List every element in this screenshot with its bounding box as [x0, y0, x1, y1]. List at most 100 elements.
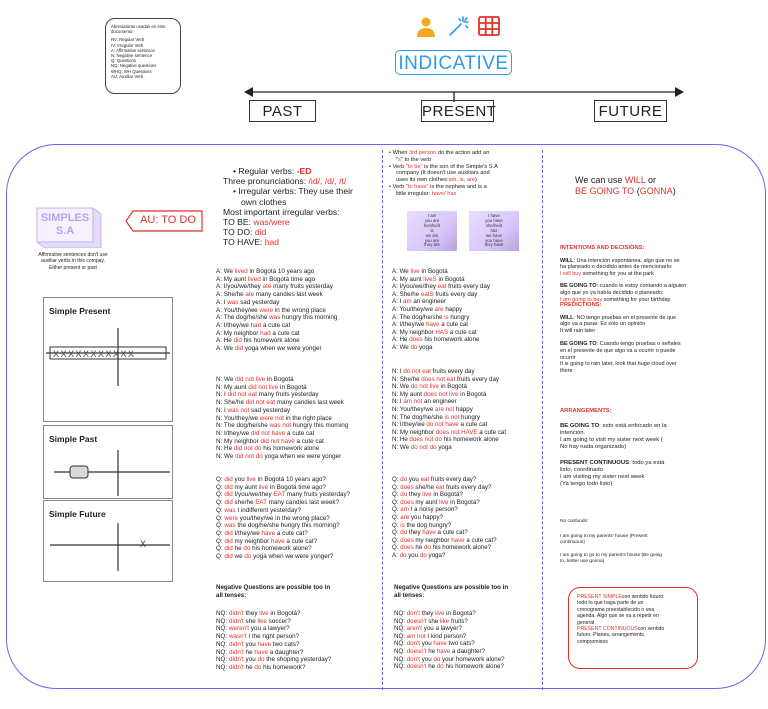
sentence-line: NQ: doesn't he do his homework alone?	[394, 663, 504, 671]
sentence-line: NQ: aren't you a lawyer?	[394, 625, 462, 633]
sticky-line: you are	[424, 237, 440, 243]
sentence-line: NQ: weren't you a lawyer?	[216, 625, 290, 633]
sentence-line: A: My neighbor HAS a cute cat	[392, 328, 477, 336]
sentence-line: NQ: didn't you do the shoping yesterday?	[216, 656, 332, 664]
future-confuse: No confundir: I am going to my parents' …	[560, 519, 662, 564]
present-rule-line: little irregular: have/ has	[396, 190, 457, 197]
sentence-line: A: do you do yoga?	[392, 551, 446, 559]
sentence-line: A: We did yoga when we were yonger	[216, 345, 322, 353]
sentence-line: N: She/he did not eat many candies last …	[216, 399, 344, 407]
sentence-line: NQ: don't they live in Bogotá?	[394, 610, 476, 617]
sentence-line: A: I/they/we have a cute cat	[392, 321, 469, 329]
tense-future: FUTURE	[594, 100, 667, 122]
sentence-line: NQ: didn't you have two cats?	[216, 640, 300, 648]
card-simple-future: Simple Future X	[43, 500, 173, 582]
abbreviation-item: IV: Irregular Verb	[111, 42, 144, 48]
sentence-line: NQ: didn't she like soccer?	[216, 617, 291, 625]
sentence-line: N: The dog/he/she is not hungry	[392, 413, 480, 421]
sparkle-wand-icon	[447, 14, 471, 38]
sentence-line: NQ: didn't he have a daughter?	[216, 648, 304, 656]
sentence-line: Q: are you happy?	[392, 513, 443, 521]
past-negative-questions-list: NQ: didn't they live in Bogotá?NQ: didn'…	[216, 610, 331, 672]
present-rule-line: company (It doesn't use auxiliars and	[396, 170, 490, 177]
sentence-line: A: I/they/we had a cute cat	[216, 321, 291, 329]
sentence-line: A: We lived in Bogotá 10 years ago	[216, 268, 315, 275]
sentence-line: N: My aunt did not live in Bogotá	[216, 383, 307, 391]
sentence-line: A: The dog/he/she is hungry	[392, 313, 470, 321]
present-rules: • When 3rd person do the action add an"s…	[389, 150, 498, 198]
sticky-line: has	[490, 227, 498, 233]
sentence-line: Q: does my neighbor have a cute cat?	[392, 536, 497, 544]
sticky-line: he/she/it	[423, 222, 441, 228]
abbreviation-item: RV: Regular Verb	[111, 37, 145, 43]
sentence-line: N: He did not do his homework alone	[216, 445, 320, 453]
sentence-line: A: I was sad yesterday	[216, 298, 280, 306]
sentence-line: NQ: am not I kind person?	[394, 632, 467, 640]
sentence-line: A: I am an engineer	[392, 298, 447, 306]
simples-logo: SIMPLES S.A	[35, 206, 102, 249]
sentence-line: A: He does his homework alone	[392, 336, 480, 344]
sentence-line: N: My aunt does not live in Bogotá	[392, 390, 487, 398]
sticky-line: they are	[424, 242, 440, 248]
sticky-line: you have	[485, 237, 503, 243]
sentence-line: Q: was I indifferent yesterday?	[216, 506, 301, 514]
affirmative-note: Affirmative sentences don't use auxiliar…	[38, 252, 108, 271]
sentence-line: N: You/they/we are not happy	[392, 405, 473, 413]
sentence-line: Q: do you eat fruits every day?	[392, 476, 477, 483]
future-x-mark: X	[140, 539, 147, 549]
indicative-title: INDICATIVE	[395, 50, 512, 75]
sentence-line: A: We live in Bogotá	[392, 268, 448, 275]
sticky-line: you are	[424, 217, 440, 223]
sentence-line: A: My aunt liveS in Bogotá	[392, 275, 465, 283]
sentence-line: NQ: didn't he do his homework?	[216, 663, 306, 671]
present-questions-list: Q: do you eat fruits every day?Q: does s…	[392, 476, 497, 560]
sentence-line: A: You/they/we are happy	[392, 305, 463, 313]
past-questions-list: Q: did you live in Bogotá 10 years ago?Q…	[216, 476, 350, 561]
sentence-line: Q: did my aunt live in Bogotá time ago?	[216, 483, 326, 491]
abbreviations-box: Abreviaturas usadas en este documento: R…	[105, 18, 181, 94]
abbreviations-title-line2: documento:	[111, 29, 134, 35]
sentence-line: Q: did I/you/we/they EAT many fruits yes…	[216, 491, 351, 499]
future-timeline	[50, 523, 170, 571]
sentence-line: Q: did he do his homework alone?	[216, 545, 312, 553]
sentence-line: N: We did not live in Bogotá	[216, 376, 294, 383]
sentence-line: NQ: didn't they live in Bogotá?	[216, 610, 301, 617]
sentence-line: NQ: don't you have two cats?	[394, 640, 475, 648]
future-section-arrangements: ARRANGEMENTS: BE GOING TO: esto está enf…	[560, 408, 667, 487]
sentence-line: N: I/they/we do not have a cute cat	[392, 421, 488, 429]
column-divider-1	[382, 150, 383, 690]
abbreviation-item: AU: Auxiliar Verb	[111, 73, 144, 79]
abbreviation-item: WHQ: WH Questions	[111, 68, 152, 74]
sticky-line: we are	[425, 232, 439, 238]
sentence-line: N: We do not live in Bogotá	[392, 383, 467, 391]
sentence-line: N: I was not sad yesterday	[216, 406, 291, 414]
column-divider-2	[542, 150, 543, 690]
au-todo-label: AU: TO DO	[125, 210, 203, 232]
abbreviation-item: N: Negative sentence	[111, 53, 153, 59]
sentence-line: Q: is the dog hungry?	[392, 521, 452, 529]
logo-line2: S.A	[55, 225, 75, 237]
sentence-line: A: My aunt lived in Bogotá time ago	[216, 275, 316, 283]
sentence-line: NQ: doesn't he have a daughter?	[394, 647, 485, 655]
card-simple-past: Simple Past	[43, 425, 173, 499]
future-intro: We can use WILL or BE GOING TO (GONNA)	[575, 175, 676, 196]
present-rule-line: "s" to the verb	[396, 156, 432, 163]
sentence-line: Q: does he do his homework alone?	[392, 544, 492, 552]
past-rules: • Regular verbs: -ED Three pronunciation…	[223, 166, 353, 248]
sentence-line: A: My neighbor had a cute cat	[216, 329, 300, 337]
future-note-box: PRESENT SIMPLEcon sentido futuro: todo l…	[568, 587, 698, 669]
sentence-line: N: My neighbor did not have a cute cat	[216, 437, 324, 445]
sentence-line: Q: do they live in Bogotá?	[392, 491, 463, 499]
sentence-line: N: My neighbor does not HAVE a cute cat	[392, 428, 507, 436]
tense-past: PAST	[249, 100, 316, 122]
sticky-line: I have	[488, 213, 500, 218]
person-icon	[415, 16, 437, 38]
